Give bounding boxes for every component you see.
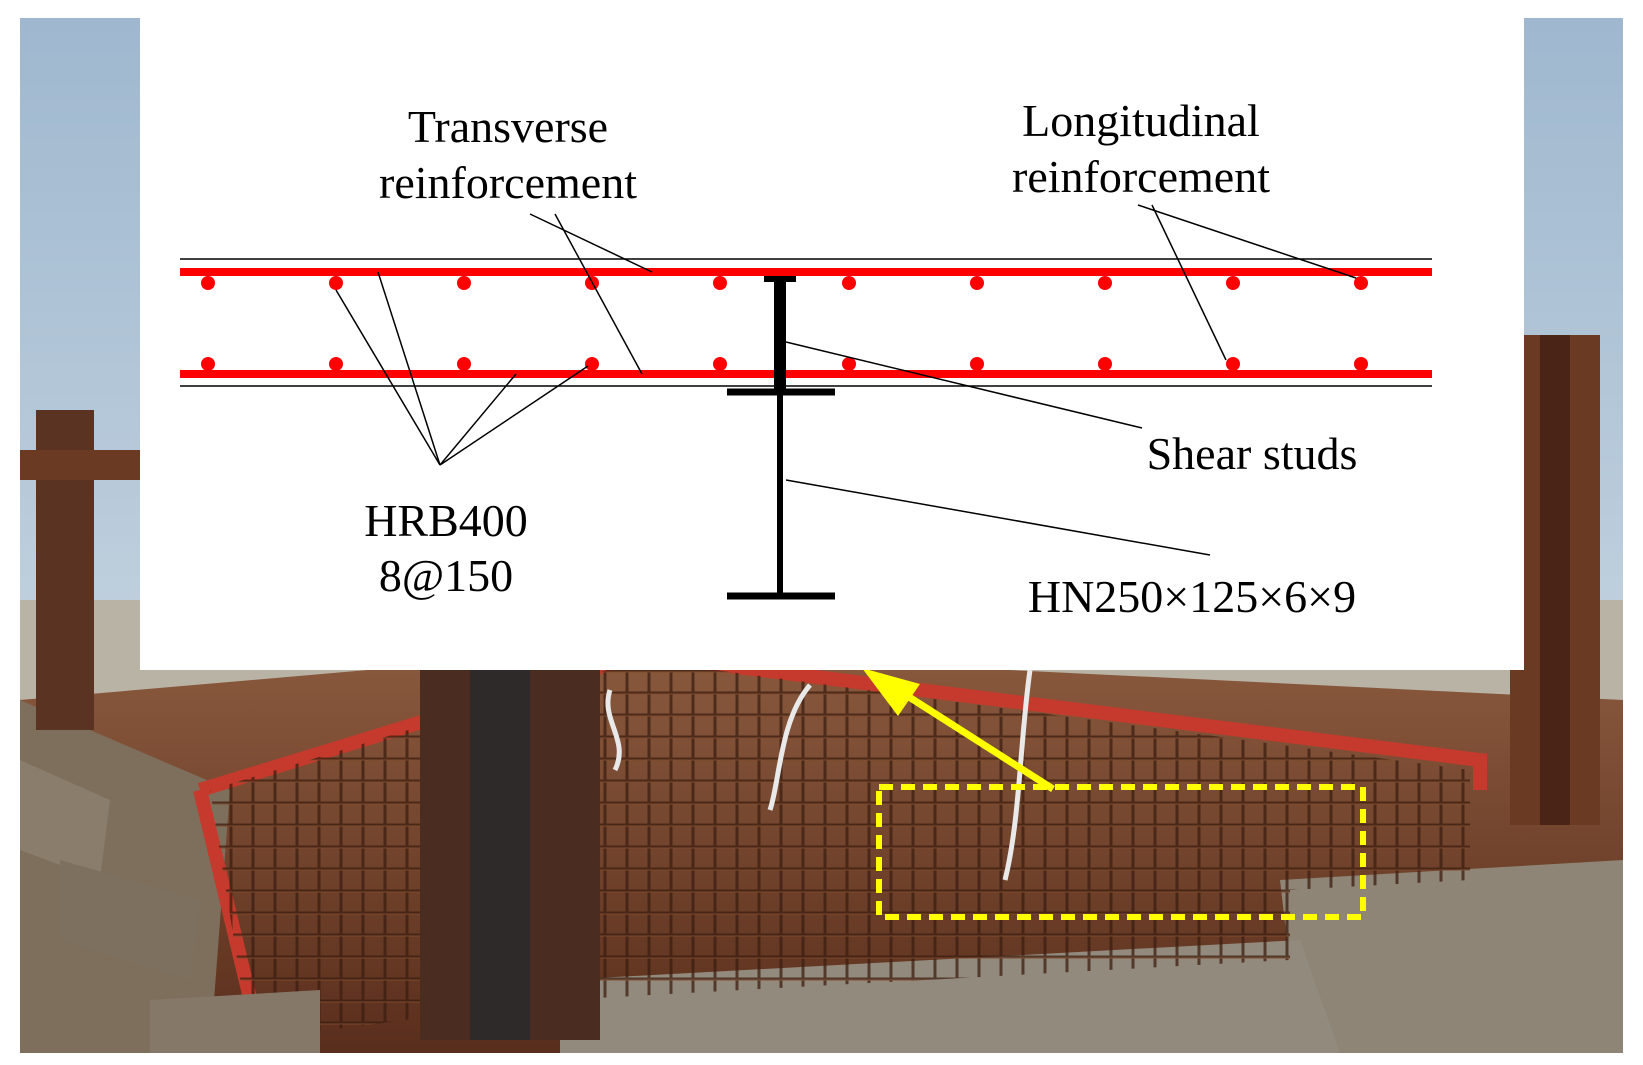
steel-i-beam <box>727 276 835 600</box>
longitudinal-bar-dot <box>970 357 984 371</box>
longitudinal-bar-dot <box>1226 357 1240 371</box>
longitudinal-bar-dot <box>457 276 471 290</box>
transverse-label-line2: reinforcement <box>379 157 637 208</box>
rebar-spec-line2: 8@150 <box>379 550 513 601</box>
longitudinal-bar-dot <box>329 276 343 290</box>
highlight-box <box>876 784 1366 920</box>
section-spec-label: HN250×125×6×9 <box>1028 571 1356 622</box>
longitudinal-label-line1: Longitudinal <box>1022 95 1260 146</box>
shear-studs-label: Shear studs <box>1147 428 1358 479</box>
longitudinal-bar-dot <box>842 276 856 290</box>
longitudinal-bar-dot <box>842 357 856 371</box>
longitudinal-bar-dot <box>201 276 215 290</box>
longitudinal-label-line2: reinforcement <box>1012 151 1270 202</box>
longitudinal-bar-dot <box>585 357 599 371</box>
longitudinal-bar-dot <box>1354 276 1368 290</box>
longitudinal-bars <box>201 276 1368 371</box>
longitudinal-bar-dot <box>713 276 727 290</box>
yellow-arrow <box>862 668 1055 792</box>
transverse-label-line1: Transverse <box>408 101 608 152</box>
section-panel <box>140 18 1524 670</box>
longitudinal-bar-dot <box>970 276 984 290</box>
longitudinal-bar-dot <box>713 357 727 371</box>
longitudinal-bar-dot <box>1098 276 1112 290</box>
longitudinal-bar-dot <box>1354 357 1368 371</box>
longitudinal-bar-dot <box>201 357 215 371</box>
longitudinal-bar-dot <box>1098 357 1112 371</box>
rebar-spec-line1: HRB400 <box>364 495 528 546</box>
longitudinal-bar-dot <box>457 357 471 371</box>
longitudinal-bar-dot <box>1226 276 1240 290</box>
leader-lines <box>335 204 1357 556</box>
longitudinal-bar-dot <box>329 357 343 371</box>
slab-outline <box>180 258 1432 387</box>
